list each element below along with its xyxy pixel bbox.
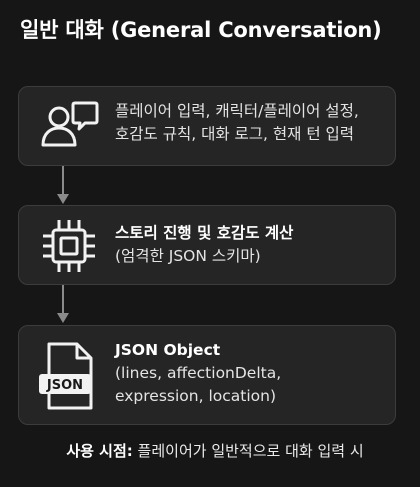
json-icon-label: JSON	[46, 378, 83, 393]
input-step-line-2: 호감도 규칙, 대화 로그, 현재 턴 입력	[115, 125, 355, 143]
output-step-heading: JSON Object	[115, 341, 221, 359]
input-step-line-1: 플레이어 입력, 캐릭터/플레이어 설정,	[115, 102, 359, 120]
input-step-text: 플레이어 입력, 캐릭터/플레이어 설정, 호감도 규칙, 대화 로그, 현재 …	[115, 100, 387, 146]
output-step-box: JSON JSON Object (lines, affectionDelta,…	[18, 325, 396, 425]
connector-arrow-1	[57, 166, 69, 206]
usage-note-label: 사용 시점:	[66, 442, 133, 460]
process-step-text: 스토리 진행 및 호감도 계산 (엄격한 JSON 스키마)	[115, 222, 387, 268]
usage-note-text: 플레이어가 일반적으로 대화 입력 시	[132, 442, 364, 460]
output-step-sub-2: expression, location)	[115, 387, 277, 405]
process-step-box: 스토리 진행 및 호감도 계산 (엄격한 JSON 스키마)	[18, 205, 396, 285]
output-step-sub-1: (lines, affectionDelta,	[115, 364, 282, 382]
diagram-title: 일반 대화 (General Conversation)	[20, 18, 382, 42]
json-file-icon: JSON	[35, 340, 105, 412]
input-step-box: 플레이어 입력, 캐릭터/플레이어 설정, 호감도 규칙, 대화 로그, 현재 …	[18, 86, 396, 166]
cpu-chip-icon	[37, 214, 101, 278]
process-step-sub: (엄격한 JSON 스키마)	[115, 247, 261, 265]
output-step-text: JSON Object (lines, affectionDelta, expr…	[115, 339, 387, 408]
connector-arrow-2	[57, 285, 69, 325]
process-step-heading: 스토리 진행 및 호감도 계산	[115, 224, 294, 242]
user-chat-icon	[37, 95, 101, 159]
usage-note: 사용 시점: 플레이어가 일반적으로 대화 입력 시	[20, 440, 410, 461]
